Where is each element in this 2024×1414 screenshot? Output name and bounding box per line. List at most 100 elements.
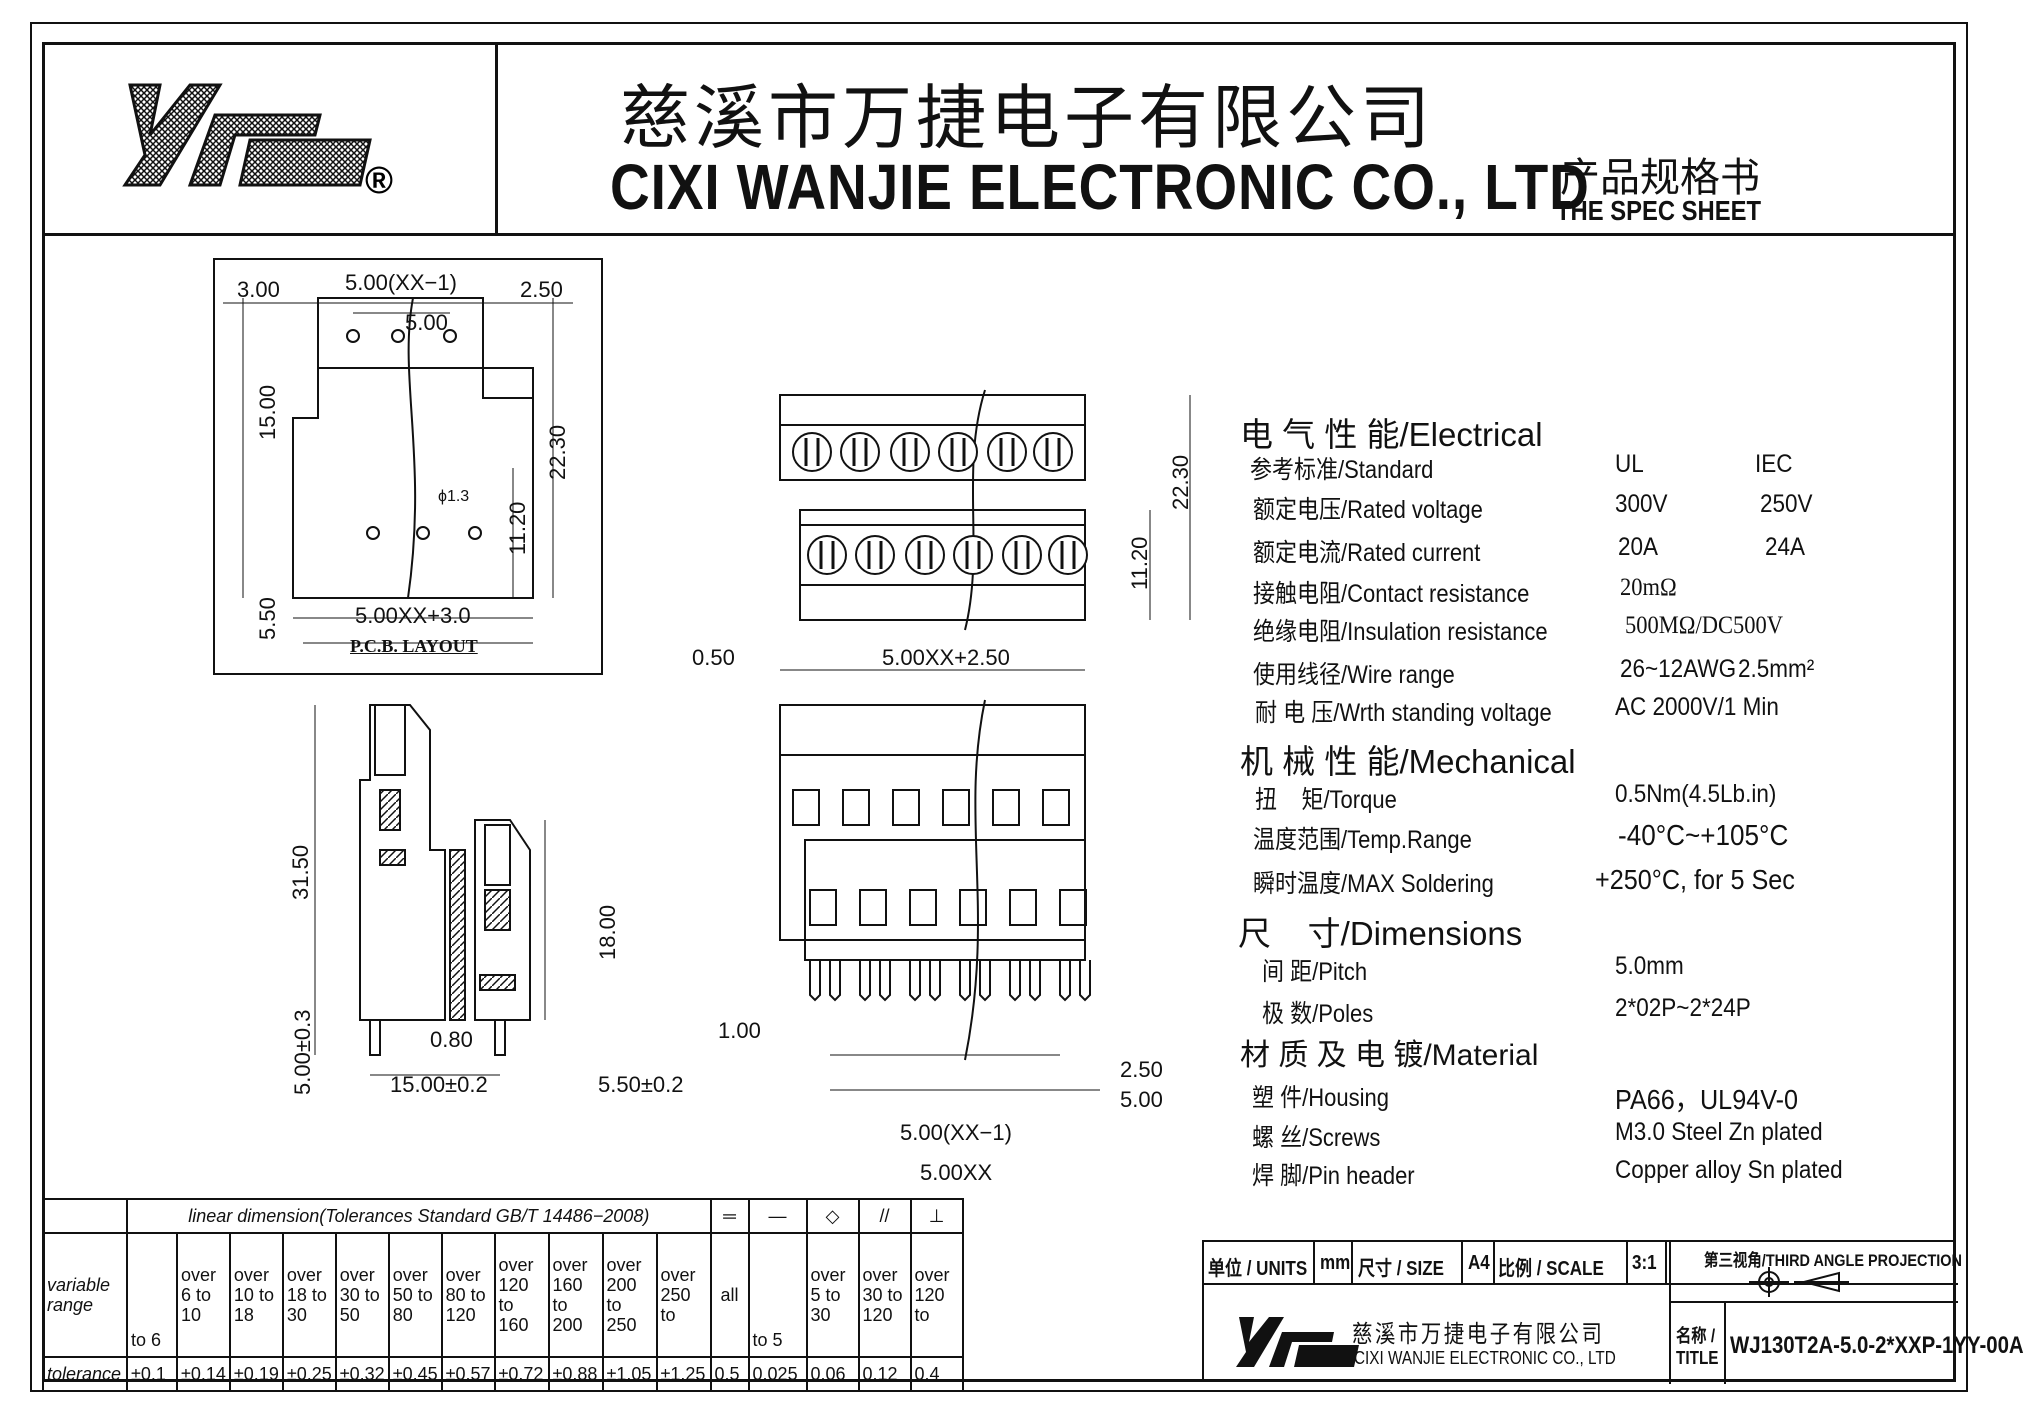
- title-block-logo-icon: [1236, 1317, 1359, 1367]
- range-cell: over 250 to: [655, 1232, 712, 1358]
- drawing-border-inner: [42, 42, 1956, 1382]
- spec-value: +250°C, for 5 Sec: [1595, 864, 1795, 895]
- pcb-dim-11-2: 11.20: [505, 501, 530, 555]
- range-cell: over 10 to 18: [228, 1232, 284, 1358]
- side-dim-31-5: 31.50: [288, 844, 313, 900]
- spec-value: Copper alloy Sn plated: [1615, 1156, 1843, 1184]
- top-dim-5xx: 5.00XX: [920, 1160, 993, 1185]
- spec-value: 0.5Nm(4.5Lb.in): [1615, 780, 1777, 808]
- range-cell: all: [709, 1232, 750, 1358]
- tolerance-cell: 0.06: [805, 1356, 860, 1392]
- pcb-layout-box: [213, 258, 603, 675]
- scale-label: 比例 / SCALE: [1498, 1258, 1604, 1280]
- spec-label: 参考标准/Standard: [1250, 456, 1434, 484]
- spec-label: 绝缘电阻/Insulation resistance: [1253, 618, 1548, 646]
- side-dim-5-0: 5.00±0.3: [290, 1009, 315, 1095]
- range-cell: over 120 to: [909, 1232, 964, 1358]
- pcb-dim-pitch: 5.00: [405, 310, 448, 335]
- tolerance-cell: 0.12: [857, 1356, 912, 1392]
- spec-label: 额定电压/Rated voltage: [1253, 496, 1483, 524]
- front-view-drawing: [779, 389, 1191, 631]
- scale-value: 3:1: [1632, 1252, 1657, 1274]
- spec-label: 额定电流/Rated current: [1253, 539, 1481, 567]
- spec-label: 焊 脚/Pin header: [1252, 1162, 1415, 1190]
- side-dim-15: 15.00±0.2: [390, 1072, 488, 1097]
- registered-mark: ®: [365, 160, 393, 202]
- top-dim-5-0: 5.00: [1120, 1087, 1163, 1112]
- pcb-dim-22-3: 22.30: [545, 424, 570, 480]
- tolerance-table: linear dimension(Tolerances Standard GB/…: [42, 1198, 964, 1392]
- spec-value: 26~12AWG: [1620, 655, 1737, 683]
- spec-value: 20mΩ: [1620, 574, 1677, 601]
- spec-label: 螺 丝/Screws: [1252, 1124, 1381, 1152]
- spec-label: 耐 电 压/Wrth standing voltage: [1255, 699, 1552, 727]
- logo-divider: [495, 42, 498, 235]
- range-cell: over 200 to 250: [601, 1232, 658, 1358]
- spec-label: 使用线径/Wire range: [1253, 661, 1455, 689]
- spec-value: 2.5mm²: [1738, 655, 1815, 683]
- perpendicularity-icon: ⊥: [909, 1198, 964, 1234]
- spec-label: 间 距/Pitch: [1262, 958, 1368, 986]
- spec-label: 扭 矩/Torque: [1255, 786, 1397, 814]
- tolerance-cell: ±1.25: [655, 1356, 712, 1392]
- range-cell: over 5 to 30: [805, 1232, 860, 1358]
- tolerance-cell: ±0.88: [547, 1356, 604, 1392]
- tolerance-cell: 0.025: [747, 1356, 808, 1392]
- tb-company-cn: 慈溪市万捷电子有限公司: [1352, 1321, 1605, 1348]
- tolerance-cell: ±0.45: [387, 1356, 443, 1392]
- spec-value: 250V: [1760, 490, 1813, 518]
- spec-sheet-en: THE SPEC SHEET: [1556, 195, 1761, 226]
- tolerance-label: tolerance: [42, 1356, 128, 1392]
- top-dim-2-5: 2.50: [1120, 1057, 1163, 1082]
- top-dim-pitch-xx: 5.00(XX−1): [900, 1120, 1012, 1145]
- company-logo-icon: ®: [122, 83, 393, 202]
- range-cell: over 50 to 80: [387, 1232, 443, 1358]
- spec-value: AC 2000V/1 Min: [1615, 693, 1779, 721]
- size-label: 尺寸 / SIZE: [1358, 1258, 1444, 1280]
- range-cell: over 80 to 120: [440, 1232, 496, 1358]
- section-material: 材 质 及 电 镀/Material: [1240, 1039, 1539, 1072]
- spec-value: IEC: [1755, 450, 1793, 478]
- spec-value: 300V: [1615, 490, 1668, 518]
- spec-label: 极 数/Poles: [1262, 1000, 1374, 1028]
- side-dim-18: 18.00: [595, 904, 620, 960]
- spec-value: 2*02P~2*24P: [1615, 994, 1751, 1022]
- tolerance-title: linear dimension(Tolerances Standard GB/…: [126, 1198, 712, 1234]
- pcb-dim-15: 15.00: [255, 384, 280, 440]
- spec-label: 塑 件/Housing: [1252, 1084, 1389, 1112]
- pcb-layout-drawing: [223, 297, 573, 644]
- side-view-drawing: [314, 704, 546, 1076]
- pcb-dim-pitch-xx: 5.00(XX−1): [345, 270, 457, 295]
- company-name-en: CIXI WANJIE ELECTRONIC CO., LTD: [610, 151, 1590, 223]
- pcb-dim-3: 3.00: [237, 277, 280, 302]
- section-mechanical: 机 械 性 能/Mechanical: [1240, 743, 1576, 780]
- tolerance-cell: 0.5: [709, 1356, 750, 1392]
- top-dim-0-5: 0.50: [692, 645, 735, 670]
- title-label: 名称 / TITLE: [1676, 1326, 1719, 1368]
- range-cell: over 30 to 50: [334, 1232, 390, 1358]
- straightness-icon: —: [747, 1198, 808, 1234]
- title-block: 单位 / UNITS mm 尺寸 / SIZE A4 比例 / SCALE 3:…: [1202, 1240, 2024, 1384]
- spec-label: 温度范围/Temp.Range: [1253, 826, 1472, 854]
- tolerance-cell: ±0.25: [281, 1356, 337, 1392]
- units-value: mm: [1320, 1252, 1351, 1274]
- size-value: A4: [1468, 1252, 1490, 1274]
- range-cell: over 160 to 200: [547, 1232, 604, 1358]
- top-view-drawing: [779, 669, 1100, 1091]
- pcb-hole-dia: ϕ1.3: [438, 488, 470, 505]
- tolerance-cell: ±0.14: [176, 1356, 231, 1392]
- tolerance-cell: ±0.57: [440, 1356, 496, 1392]
- side-dim-5-5: 5.50±0.2: [598, 1072, 684, 1097]
- units-label: 单位 / UNITS: [1208, 1258, 1308, 1280]
- parallelism-icon: //: [857, 1198, 912, 1234]
- range-cell: over 6 to 10: [176, 1232, 231, 1358]
- tolerance-cell: ±0.1: [126, 1356, 178, 1392]
- tolerance-cell: ±1.05: [601, 1356, 658, 1392]
- spec-value: PA66，UL94V-0: [1615, 1084, 1799, 1115]
- spec-label: 接触电阻/Contact resistance: [1253, 580, 1530, 608]
- top-dim-width: 5.00XX+2.50: [882, 645, 1010, 670]
- front-dim-22-3: 22.30: [1168, 454, 1193, 510]
- tolerance-cell: 0.4: [909, 1356, 964, 1392]
- projection-label: 第三视角/THIRD ANGLE PROJECTION: [1704, 1251, 1962, 1270]
- spec-value: 5.0mm: [1615, 952, 1684, 980]
